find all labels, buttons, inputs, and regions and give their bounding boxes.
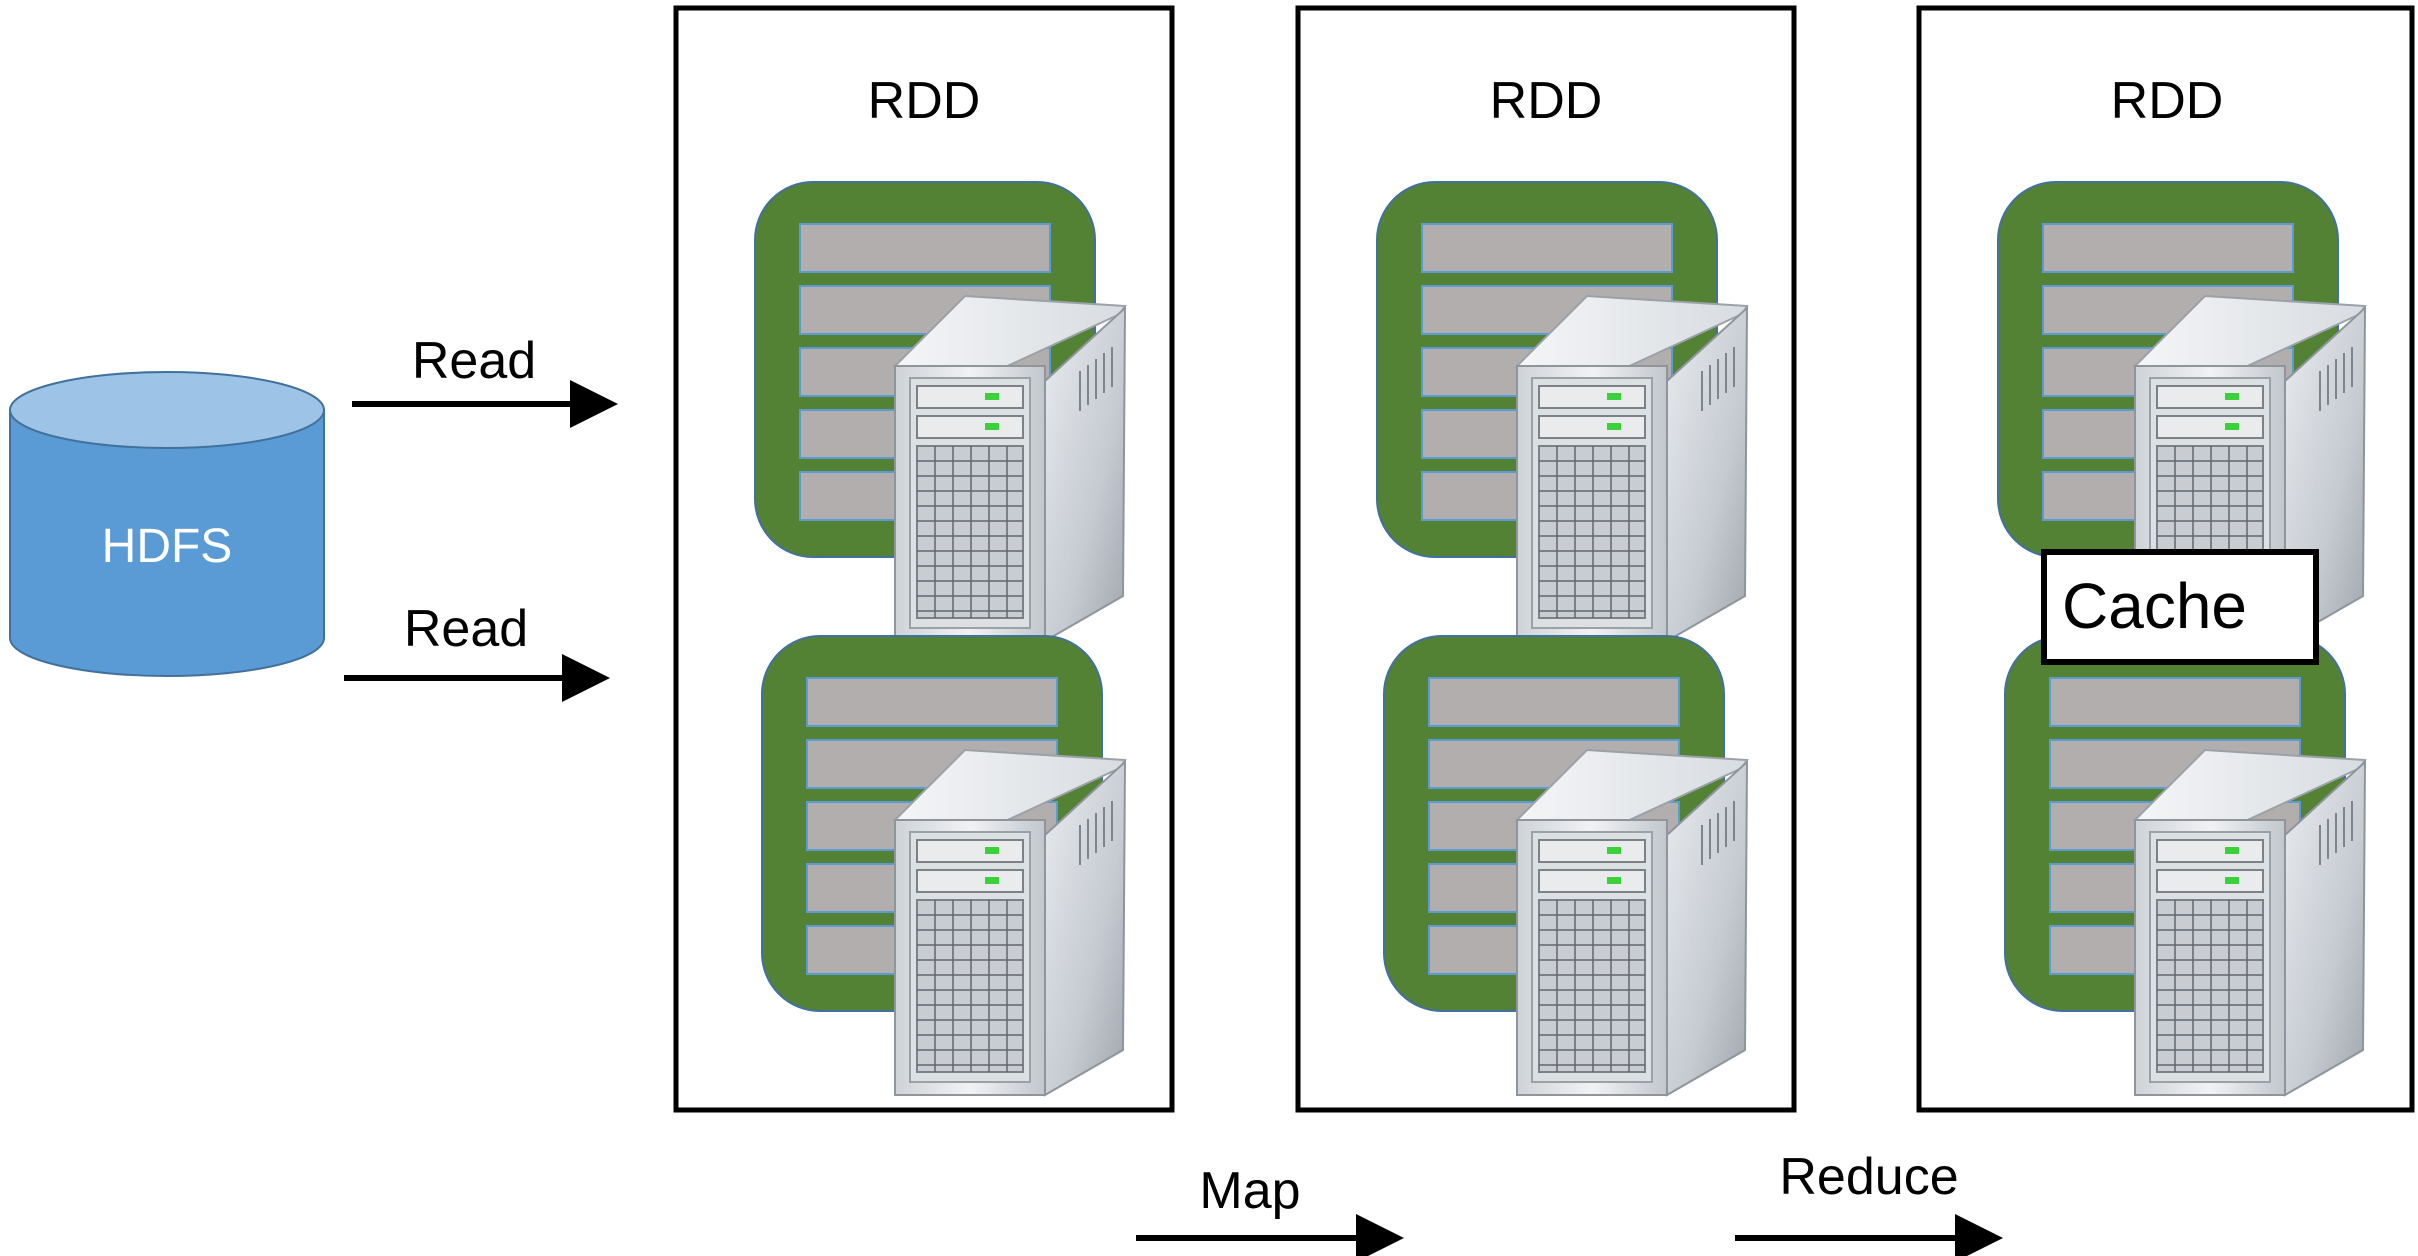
rdd-frame <box>673 5 1175 1113</box>
rdd-title: RDD <box>2111 72 2224 130</box>
rdd-frame <box>1295 5 1797 1113</box>
rdd-stage-2: RDD <box>1295 5 1797 1113</box>
hdfs-cylinder-top <box>9 371 325 449</box>
read-label: Read <box>404 600 528 658</box>
cache-box <box>2041 549 2319 665</box>
server-icon <box>894 295 1126 642</box>
server-icon <box>2134 749 2366 1096</box>
cache-label: Cache <box>2062 570 2247 642</box>
server-icon <box>1516 749 1748 1096</box>
rdd-stage-1: RDD <box>673 5 1175 1113</box>
hdfs-storage: HDFS <box>9 371 325 677</box>
hdfs-cylinder-body <box>9 409 325 677</box>
reduce-label: Reduce <box>1779 1148 1958 1206</box>
map-label: Map <box>1199 1162 1300 1220</box>
server-icon <box>894 749 1126 1096</box>
reduce-arrow: Reduce <box>1735 1148 2003 1256</box>
hdfs-label: HDFS <box>102 520 233 573</box>
rdd-title: RDD <box>868 72 981 130</box>
map-arrow: Map <box>1136 1162 1404 1256</box>
rdd-stage-3: RDD Cache <box>1916 5 2415 1113</box>
read-arrow-1: Read <box>352 332 618 428</box>
rdd-title: RDD <box>1490 72 1603 130</box>
read-arrow-2: Read <box>344 600 610 702</box>
cache-callout: Cache <box>2041 549 2319 665</box>
server-icon <box>1516 295 1748 642</box>
rdd-frame <box>1916 5 2415 1113</box>
read-label: Read <box>412 332 536 390</box>
